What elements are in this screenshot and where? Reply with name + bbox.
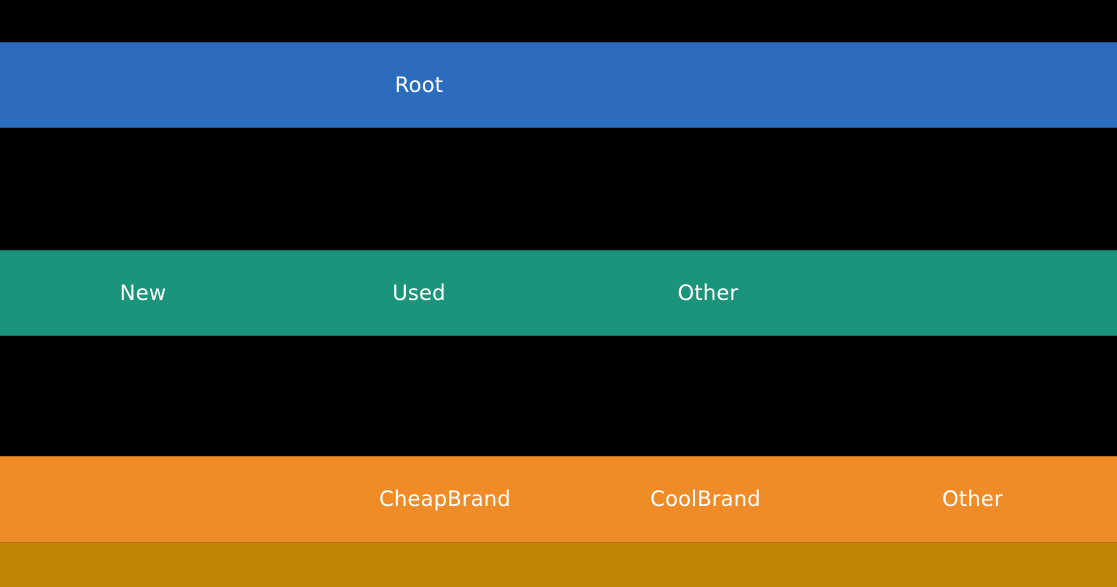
chart-segment-leaf-0[interactable] [0,543,1117,587]
segment-label: New [119,280,167,305]
segment-label: Root [394,72,444,97]
segment-label: CoolBrand [650,487,761,511]
chart-level-brand: CheapBrand CoolBrand Other [0,456,1117,543]
segment-label: Used [392,280,446,305]
chart-segment-brand-6[interactable] [1075,456,1117,543]
chart-segment-condition-6[interactable] [809,250,1117,336]
chart-segment-other[interactable]: Other [607,250,809,336]
chart-level-condition: New Used Other [0,250,1117,336]
segment-label: Other [942,487,1003,511]
chart-segment-root-2[interactable] [520,42,1117,128]
chart-level-leaf [0,543,1117,587]
chart-segment-root-0[interactable] [0,42,318,128]
chart-segment-brand-4[interactable] [808,456,870,543]
chart-segment-used[interactable]: Used [318,250,520,336]
chart-segment-root[interactable]: Root [318,42,520,128]
chart-segment-coolbrand[interactable]: CoolBrand [603,456,808,543]
chart-segment-new[interactable]: New [44,250,242,336]
chart-segment-brand-0[interactable] [0,456,345,543]
segment-label: CheapBrand [379,487,511,511]
chart-segment-cheapbrand[interactable]: CheapBrand [345,456,545,543]
chart-segment-brand-2[interactable] [545,456,603,543]
chart-segment-condition-0[interactable] [0,250,44,336]
chart-segment-other[interactable]: Other [870,456,1075,543]
chart-segment-condition-4[interactable] [520,250,607,336]
chart-level-root: Root [0,42,1117,128]
segment-label: Other [677,280,739,305]
chart-segment-condition-2[interactable] [242,250,318,336]
